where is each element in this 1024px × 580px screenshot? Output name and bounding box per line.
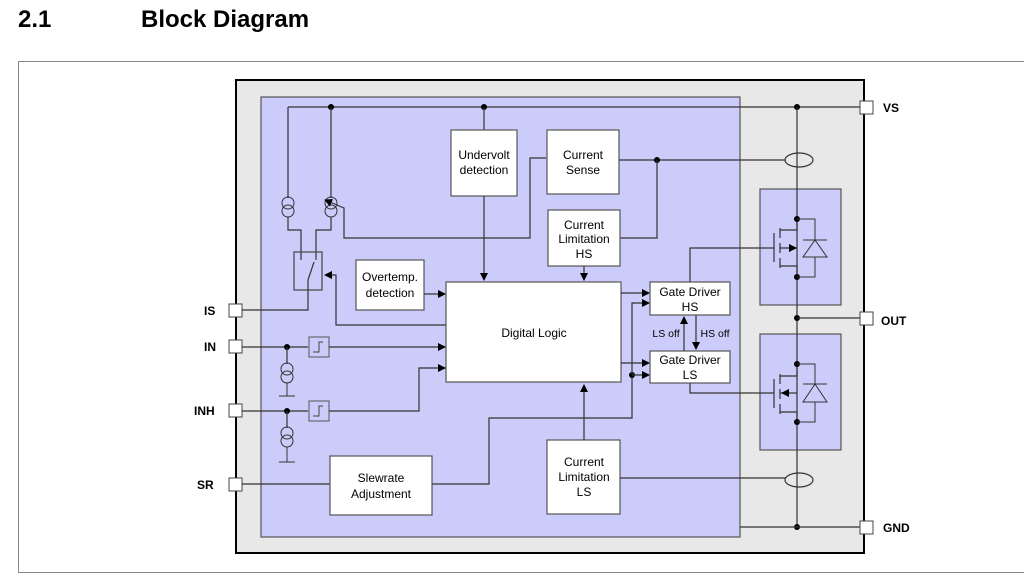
pin-label-inh: INH xyxy=(194,404,215,418)
pulldown-current-source-icon xyxy=(279,362,295,397)
digital-logic-label: Digital Logic xyxy=(501,326,566,340)
hs-gate-wire xyxy=(689,247,774,282)
low-side-switch-area xyxy=(759,333,842,451)
wire xyxy=(315,217,332,260)
pin-label-is: IS xyxy=(204,304,215,318)
undervolt-label-line1: Undervolt xyxy=(458,148,510,162)
ls-off-label: LS off xyxy=(652,328,679,340)
overtemp-detection-block xyxy=(355,259,425,311)
section-title: Block Diagram xyxy=(141,6,310,33)
pin-is xyxy=(228,303,243,318)
pin-in xyxy=(228,339,243,354)
slewrate-adjustment-block xyxy=(329,455,433,516)
low-side-mosfet-icon xyxy=(773,361,828,425)
wire xyxy=(631,299,650,375)
pin-label-out: OUT xyxy=(881,314,907,328)
pin-out xyxy=(859,311,874,326)
current-limitation-ls-label-line3: LS xyxy=(577,485,592,499)
switch-control-wire xyxy=(324,271,446,326)
gate-driver-ls-block xyxy=(649,350,731,384)
hysteresis-icon xyxy=(313,405,323,417)
pulldown-current-source-icon xyxy=(279,426,295,463)
high-side-switch-area xyxy=(759,188,842,306)
high-side-mosfet-icon xyxy=(773,216,828,280)
pin-label-vs: VS xyxy=(883,101,899,115)
is-wire xyxy=(242,280,309,311)
inh-to-logic-wire xyxy=(329,364,446,412)
current-limitation-hs-block xyxy=(547,209,621,267)
slewrate-to-drivers-wire xyxy=(432,375,633,485)
overtemp-label-line2: detection xyxy=(366,286,415,300)
section-number: 2.1 xyxy=(18,6,52,33)
figure-frame xyxy=(18,61,1024,573)
undervolt-label-line2: detection xyxy=(460,163,509,177)
current-limitation-hs-label-line3: HS xyxy=(576,247,593,261)
pin-gnd xyxy=(859,520,874,535)
pin-inh xyxy=(228,403,243,418)
pin-vs xyxy=(859,100,874,115)
current-limitation-ls-block xyxy=(546,439,621,515)
pin-label-in: IN xyxy=(204,340,216,354)
current-sense-label-line1: Current xyxy=(563,148,604,162)
hs-off-label: HS off xyxy=(701,328,730,340)
current-limitation-hs-label-line2: Limitation xyxy=(558,232,609,246)
wire xyxy=(287,217,302,260)
current-limitation-ls-label-line2: Limitation xyxy=(558,470,609,484)
current-sense-feedback-wire xyxy=(324,157,546,239)
gate-driver-hs-block xyxy=(649,281,731,316)
current-sense-coil-ls xyxy=(784,472,814,488)
pin-sr xyxy=(228,477,243,492)
slewrate-label-line2: Adjustment xyxy=(351,487,412,501)
gate-driver-ls-label-line2: LS xyxy=(683,368,698,382)
current-limitation-hs-label-line1: Current xyxy=(564,218,605,232)
slewrate-label-line1: Slewrate xyxy=(358,471,405,485)
ls-gate-wire xyxy=(689,383,774,394)
pin-label-gnd: GND xyxy=(883,521,910,535)
undervolt-detection-block xyxy=(450,129,518,197)
pin-label-sr: SR xyxy=(197,478,214,492)
gate-driver-ls-label-line1: Gate Driver xyxy=(659,353,720,367)
overtemp-label-line1: Overtemp. xyxy=(362,270,418,284)
digital-logic-block xyxy=(445,281,622,383)
current-sense-block xyxy=(546,129,620,195)
wire xyxy=(620,160,658,239)
current-sense-label-line2: Sense xyxy=(566,163,600,177)
hysteresis-icon xyxy=(313,341,323,353)
gate-driver-hs-label-line1: Gate Driver xyxy=(659,285,720,299)
gate-driver-hs-label-line2: HS xyxy=(682,300,699,314)
current-limitation-ls-label-line1: Current xyxy=(564,455,605,469)
switch-blade xyxy=(307,261,315,281)
